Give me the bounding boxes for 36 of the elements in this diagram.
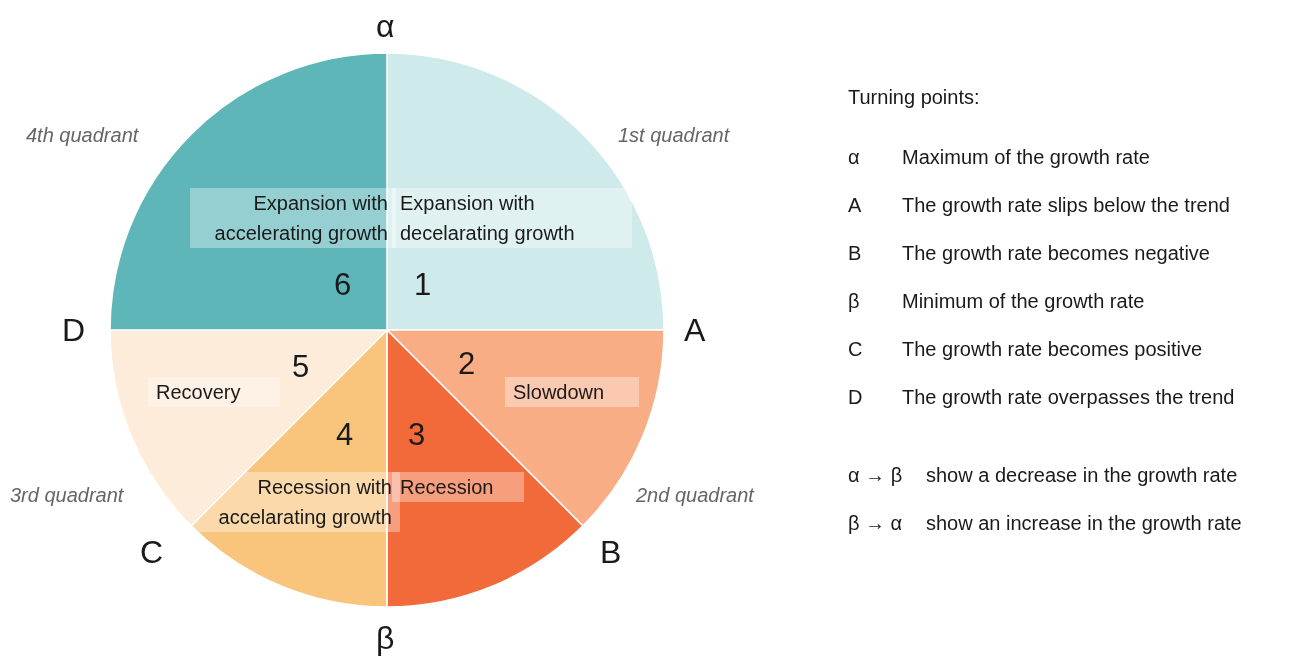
symbol-label: D: [848, 386, 863, 409]
quadrant-label: 3rd quadrant: [10, 484, 124, 507]
quadrant-label: 2nd quadrant: [636, 484, 754, 507]
segment-number: 6: [334, 268, 352, 302]
point-label: A: [684, 312, 706, 349]
point-label: α: [376, 8, 395, 45]
definition-text: The growth rate overpasses the trend: [902, 386, 1235, 409]
definition-text: show a decrease in the growth rate: [926, 464, 1238, 487]
segment-number: 2: [458, 347, 476, 381]
sector-label: Slowdown: [505, 377, 639, 407]
point-label: D: [62, 312, 86, 349]
point-label: C: [140, 534, 164, 571]
sector-label: Expansion with accelerating growth: [190, 188, 396, 248]
symbol-label: α: [848, 146, 860, 169]
segment-number: 1: [414, 268, 432, 302]
point-label: B: [600, 534, 622, 571]
definition-text: The growth rate becomes negative: [902, 242, 1210, 265]
transition-label: β → α: [848, 512, 903, 535]
definition-text: Maximum of the growth rate: [902, 146, 1150, 169]
segment-number: 4: [336, 418, 354, 452]
point-label: β: [376, 620, 395, 657]
segment-number: 3: [408, 418, 426, 452]
sector-label: Recovery: [148, 377, 280, 407]
segment-number: 5: [292, 350, 310, 384]
symbol-label: β: [848, 290, 860, 313]
quadrant-label: 1st quadrant: [618, 124, 730, 147]
symbol-label: A: [848, 194, 862, 217]
definition-text: show an increase in the growth rate: [926, 512, 1242, 535]
symbol-label: B: [848, 242, 862, 265]
definition-text: The growth rate slips below the trend: [902, 194, 1230, 217]
quadrant-label: 4th quadrant: [26, 124, 139, 147]
definition-text: The growth rate becomes positive: [902, 338, 1203, 361]
transition-label: α → β: [848, 464, 903, 487]
symbol-label: C: [848, 338, 863, 361]
legend-heading: Turning points:: [848, 86, 980, 109]
definition-text: Minimum of the growth rate: [902, 290, 1145, 313]
